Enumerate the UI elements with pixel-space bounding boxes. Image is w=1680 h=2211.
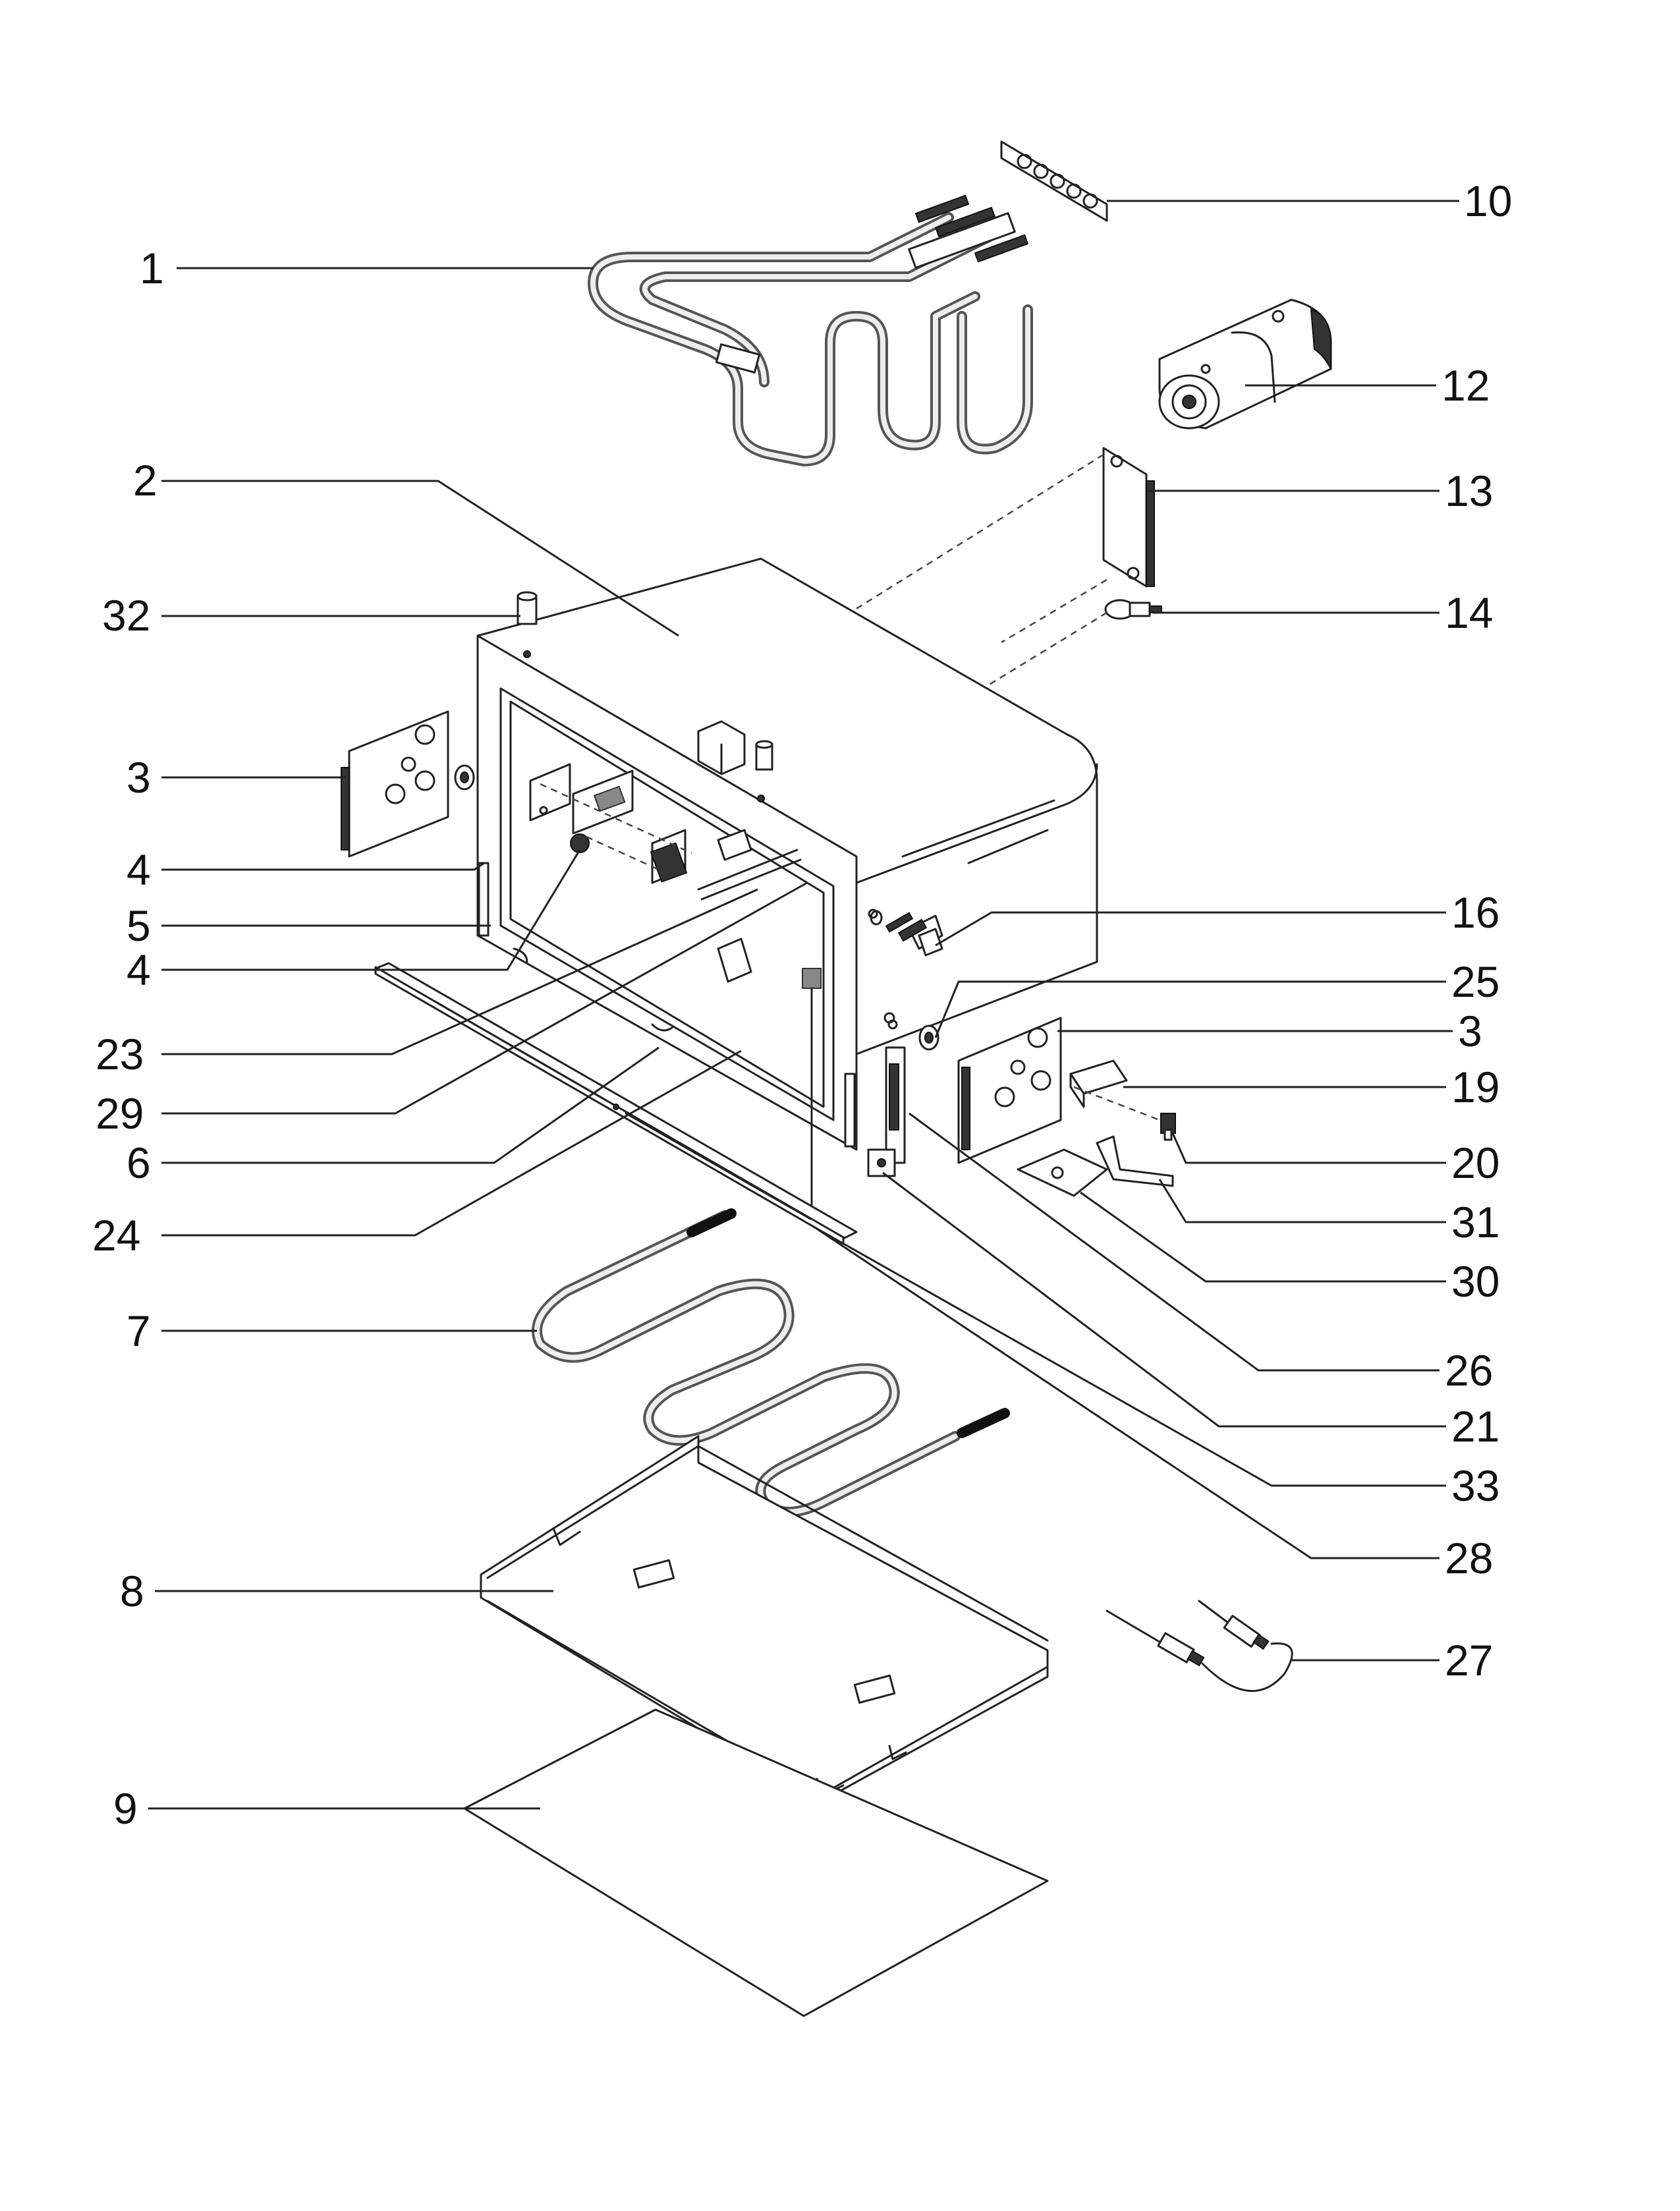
heating-element-terminals	[908, 194, 1029, 269]
alignment-line-14	[988, 611, 1107, 686]
callout-30: 30	[1451, 1257, 1499, 1306]
part-spacer	[517, 591, 773, 771]
callout-labels: 1 2 32 3 4 5 4 23 29 6 24 7 8 9 10 12 13…	[92, 177, 1512, 1833]
callout-20: 20	[1451, 1138, 1499, 1187]
part-bracket-plate	[1102, 447, 1155, 588]
callout-19: 19	[1451, 1063, 1499, 1111]
callout-31: 31	[1451, 1198, 1499, 1246]
callout-14: 14	[1445, 588, 1493, 637]
callout-3-left: 3	[126, 753, 151, 802]
part-side-panel-left	[341, 710, 475, 858]
callout-12: 12	[1442, 361, 1490, 410]
callout-26: 26	[1445, 1346, 1493, 1395]
part-insulation-mat	[463, 1708, 1049, 2017]
callout-8: 8	[120, 1567, 144, 1615]
callout-4-lower: 4	[126, 945, 151, 994]
callout-5: 5	[126, 901, 151, 950]
callout-33: 33	[1451, 1461, 1499, 1510]
callout-24: 24	[92, 1211, 140, 1260]
callout-32: 32	[102, 591, 150, 640]
callout-21: 21	[1451, 1402, 1499, 1451]
callout-16: 16	[1451, 888, 1499, 937]
part-switch-bracket	[1069, 1059, 1160, 1121]
part-meat-probe	[1106, 1600, 1293, 1693]
callout-28: 28	[1445, 1534, 1493, 1582]
alignment-line-13	[849, 453, 1104, 614]
callout-3-right: 3	[1458, 1007, 1482, 1055]
part-sensor	[1104, 599, 1162, 620]
callout-1: 1	[140, 244, 164, 293]
callout-10: 10	[1464, 177, 1512, 225]
callout-4-upper: 4	[126, 845, 151, 894]
part-switch-lever	[1096, 1135, 1174, 1187]
part-hinge-bolt	[870, 910, 943, 957]
part-mounting-plate	[1017, 1148, 1108, 1197]
part-terminal-strip	[1000, 140, 1108, 222]
inner-lamp-housing	[529, 763, 692, 884]
callout-2: 2	[133, 456, 157, 505]
alignment-line-13b	[1001, 578, 1107, 644]
callout-25: 25	[1451, 957, 1499, 1006]
callout-13: 13	[1445, 466, 1493, 515]
part-upper-heating-element	[588, 194, 1033, 466]
leader-lines	[148, 200, 1459, 1810]
part-microswitch	[1160, 1113, 1176, 1141]
part-fan-motor	[1158, 298, 1332, 430]
callout-29: 29	[96, 1089, 144, 1138]
callout-7: 7	[126, 1306, 151, 1355]
callout-9: 9	[113, 1784, 138, 1833]
callout-23: 23	[96, 1030, 144, 1078]
part-lower-heating-element	[532, 1208, 1010, 1517]
callout-6: 6	[126, 1138, 151, 1187]
part-oven-cavity	[476, 557, 1098, 1227]
part-side-panel-right	[867, 1017, 1062, 1177]
callout-27: 27	[1445, 1636, 1493, 1685]
